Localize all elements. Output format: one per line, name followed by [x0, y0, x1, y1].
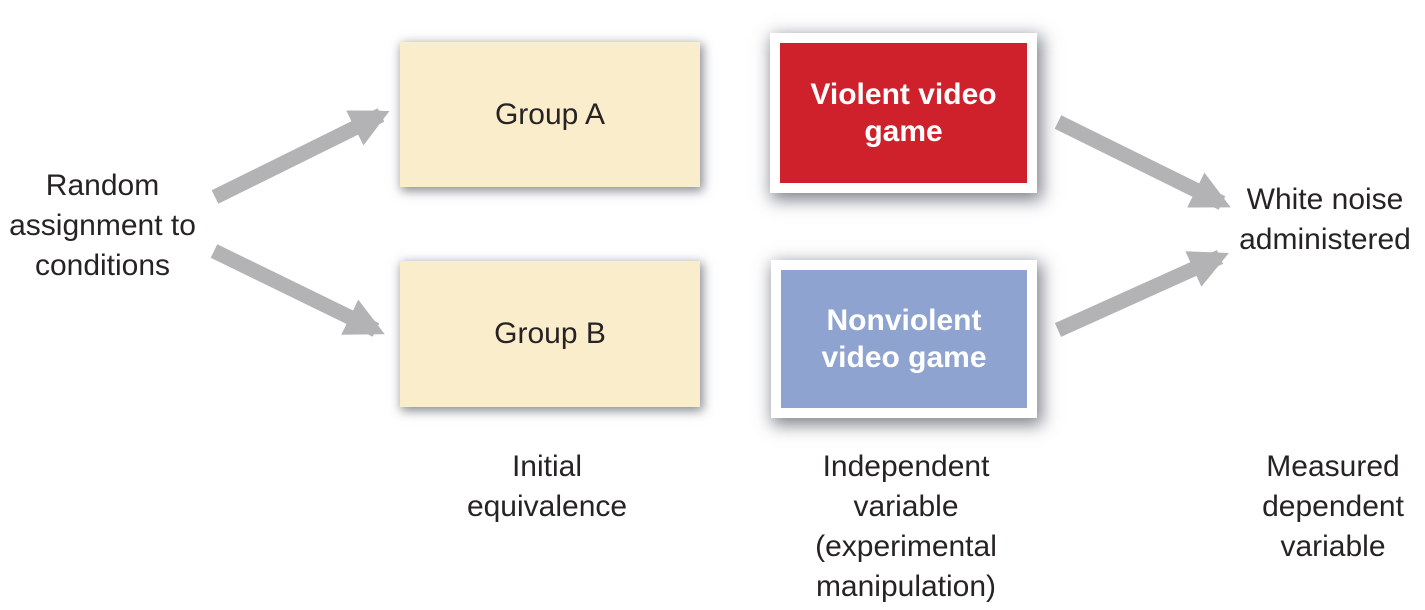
caption-line: Measured: [1266, 450, 1400, 483]
violent-box-label-line: game: [864, 115, 943, 148]
white-noise-label: White noise administered: [1202, 180, 1425, 260]
violent-video-game-box: Violent video game: [770, 33, 1037, 193]
nonviolent-video-game-box: Nonviolent video game: [771, 260, 1037, 418]
label-line: conditions: [34, 249, 171, 282]
group-a-label: Group A: [494, 97, 606, 131]
caption-line: manipulation): [815, 570, 997, 603]
violent-box-label-line: Violent video: [810, 78, 997, 111]
group-b-box: Group B: [400, 261, 700, 407]
group-b-label: Group B: [494, 317, 606, 350]
arrow-random-to-group-b: [210, 244, 385, 337]
arrow-random-to-group-a: [211, 108, 390, 204]
caption-line: variable: [1280, 530, 1386, 563]
group-a-box: Group A: [400, 42, 700, 187]
caption-independent-variable: Independent variable (experimental manip…: [766, 447, 1046, 607]
label-line: White noise: [1246, 183, 1404, 216]
nonviolent-box-label-line: video game: [821, 341, 987, 374]
label-line: Random: [45, 169, 160, 202]
caption-line: variable: [853, 490, 959, 523]
caption-line: dependent: [1262, 490, 1404, 523]
arrow-nonviolent-to-outcome: [1054, 250, 1229, 337]
caption-line: (experimental: [815, 530, 997, 563]
nonviolent-box-label-line: Nonviolent: [826, 304, 982, 337]
random-assignment-label: Random assignment to conditions: [0, 166, 205, 286]
arrow-violent-to-outcome: [1054, 115, 1231, 210]
label-line: administered: [1239, 223, 1411, 256]
caption-initial-equivalence: Initial equivalence: [427, 447, 667, 527]
label-line: assignment to: [9, 209, 196, 242]
caption-line: equivalence: [466, 490, 628, 523]
caption-measured-dependent-variable: Measured dependent variable: [1213, 447, 1425, 567]
caption-line: Initial: [511, 450, 583, 483]
caption-line: Independent: [822, 450, 990, 483]
